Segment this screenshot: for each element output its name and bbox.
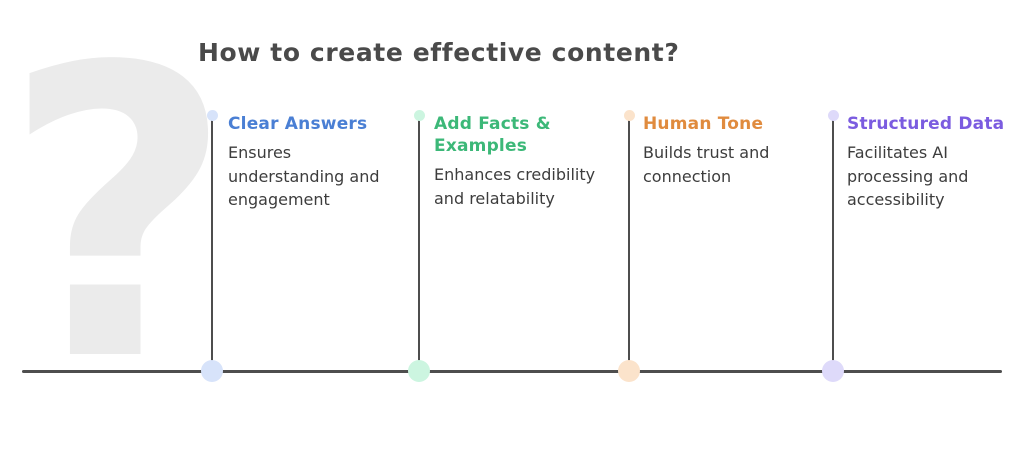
milestone-stem [628,116,631,372]
milestone-description: Ensures understanding and engagement [228,143,380,209]
milestone-top-dot-icon [413,110,425,121]
milestone-top-dot-icon [206,110,218,121]
milestone-baseline-dot-icon [408,360,431,382]
page-title: How to create effective content? [198,38,680,67]
milestone-heading: Add Facts & Examples [434,114,551,156]
milestone-description: Builds trust and connection [643,143,770,186]
milestone-baseline-dot-icon [618,360,641,382]
timeline-baseline [22,370,1002,373]
milestone-stem [211,116,214,372]
milestone-baseline-dot-icon [822,360,845,382]
milestone-top-dot-icon [827,110,839,121]
milestone-baseline-dot-icon [201,360,224,382]
milestone-heading: Clear Answers [228,114,368,134]
milestone-heading: Structured Data [847,114,1005,134]
milestone-description: Enhances credibility and relatability [434,165,596,208]
milestone-stem [418,116,421,372]
question-mark-watermark-icon: ? [2,0,235,449]
milestone-top-dot-icon [623,110,635,121]
milestone-description: Facilitates AI processing and accessibil… [847,143,969,209]
milestone-heading: Human Tone [643,114,764,134]
milestone-stem [832,116,835,372]
